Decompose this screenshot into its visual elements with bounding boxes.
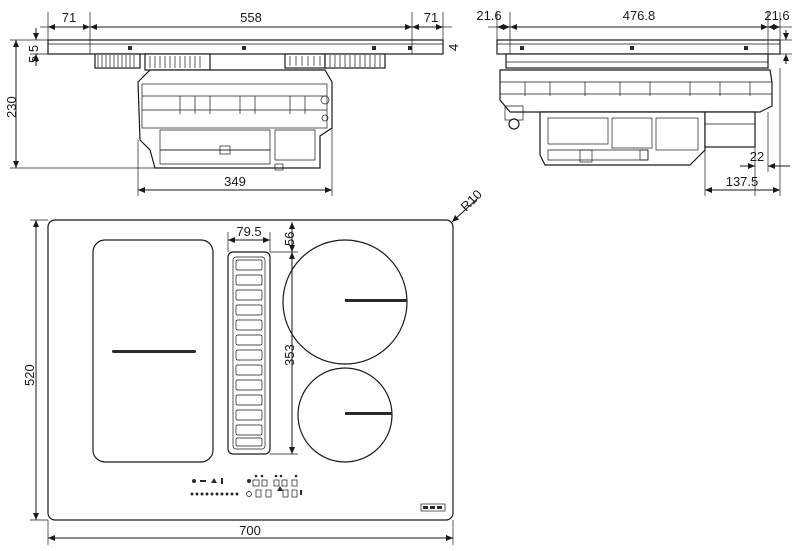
front-dim-left-margin: 71	[62, 10, 76, 25]
top-dimensions: R10 79.5 56 353 520 700	[22, 187, 485, 545]
side-dim-offset-small: 22	[750, 149, 764, 164]
power-icon[interactable]	[192, 479, 196, 483]
slider-scale[interactable]	[190, 492, 239, 496]
dim-vent-top-offset: 56	[282, 232, 297, 246]
control-panel[interactable]	[190, 474, 446, 512]
side-dimensions: 21.6 476.8 21.6 4 22 137.5	[446, 8, 792, 196]
side-dim-width: 476.8	[623, 8, 656, 23]
front-dimensions: 71 558 71 5.5 230 349	[4, 10, 452, 196]
dim-vent-width: 79.5	[236, 224, 261, 239]
timer-icon[interactable]	[246, 491, 252, 497]
side-motor	[539, 111, 706, 166]
boost-icon[interactable]	[211, 478, 217, 483]
side-view	[496, 39, 781, 166]
lock-icon[interactable]	[221, 478, 223, 484]
dim-corner-radius: R10	[458, 187, 485, 214]
side-main-housing	[499, 69, 773, 113]
front-coil-left	[94, 53, 141, 69]
brand-logo	[420, 503, 446, 512]
small-zone-marker	[345, 412, 392, 415]
top-view	[47, 219, 454, 521]
side-dim-offset-large: 137.5	[726, 174, 759, 189]
side-dim-right-margin: 21.6	[764, 8, 789, 23]
side-dim-left-margin: 21.6	[476, 8, 501, 23]
large-zone-marker	[345, 299, 407, 302]
flex-zone-marker	[112, 350, 196, 353]
front-motor-housing	[137, 69, 333, 169]
vent-slats	[235, 259, 263, 447]
front-view	[47, 39, 444, 171]
front-dim-right-margin: 71	[424, 10, 438, 25]
side-dim-lip: 4	[446, 44, 461, 51]
front-dim-width: 558	[240, 10, 262, 25]
front-coil-center-right	[284, 53, 326, 69]
front-dim-height: 230	[4, 96, 19, 118]
side-glass-top	[496, 39, 781, 55]
front-coil-center-left	[144, 53, 211, 71]
dim-vent-height: 353	[282, 344, 297, 366]
vent-grille[interactable]	[227, 251, 271, 455]
minus-icon[interactable]	[200, 480, 206, 482]
front-dim-base-width: 349	[224, 174, 246, 189]
front-dim-glass-thickness: 5.5	[26, 45, 41, 63]
dim-depth: 520	[22, 364, 37, 386]
front-coil-right	[324, 53, 386, 69]
dim-width: 700	[239, 523, 261, 538]
